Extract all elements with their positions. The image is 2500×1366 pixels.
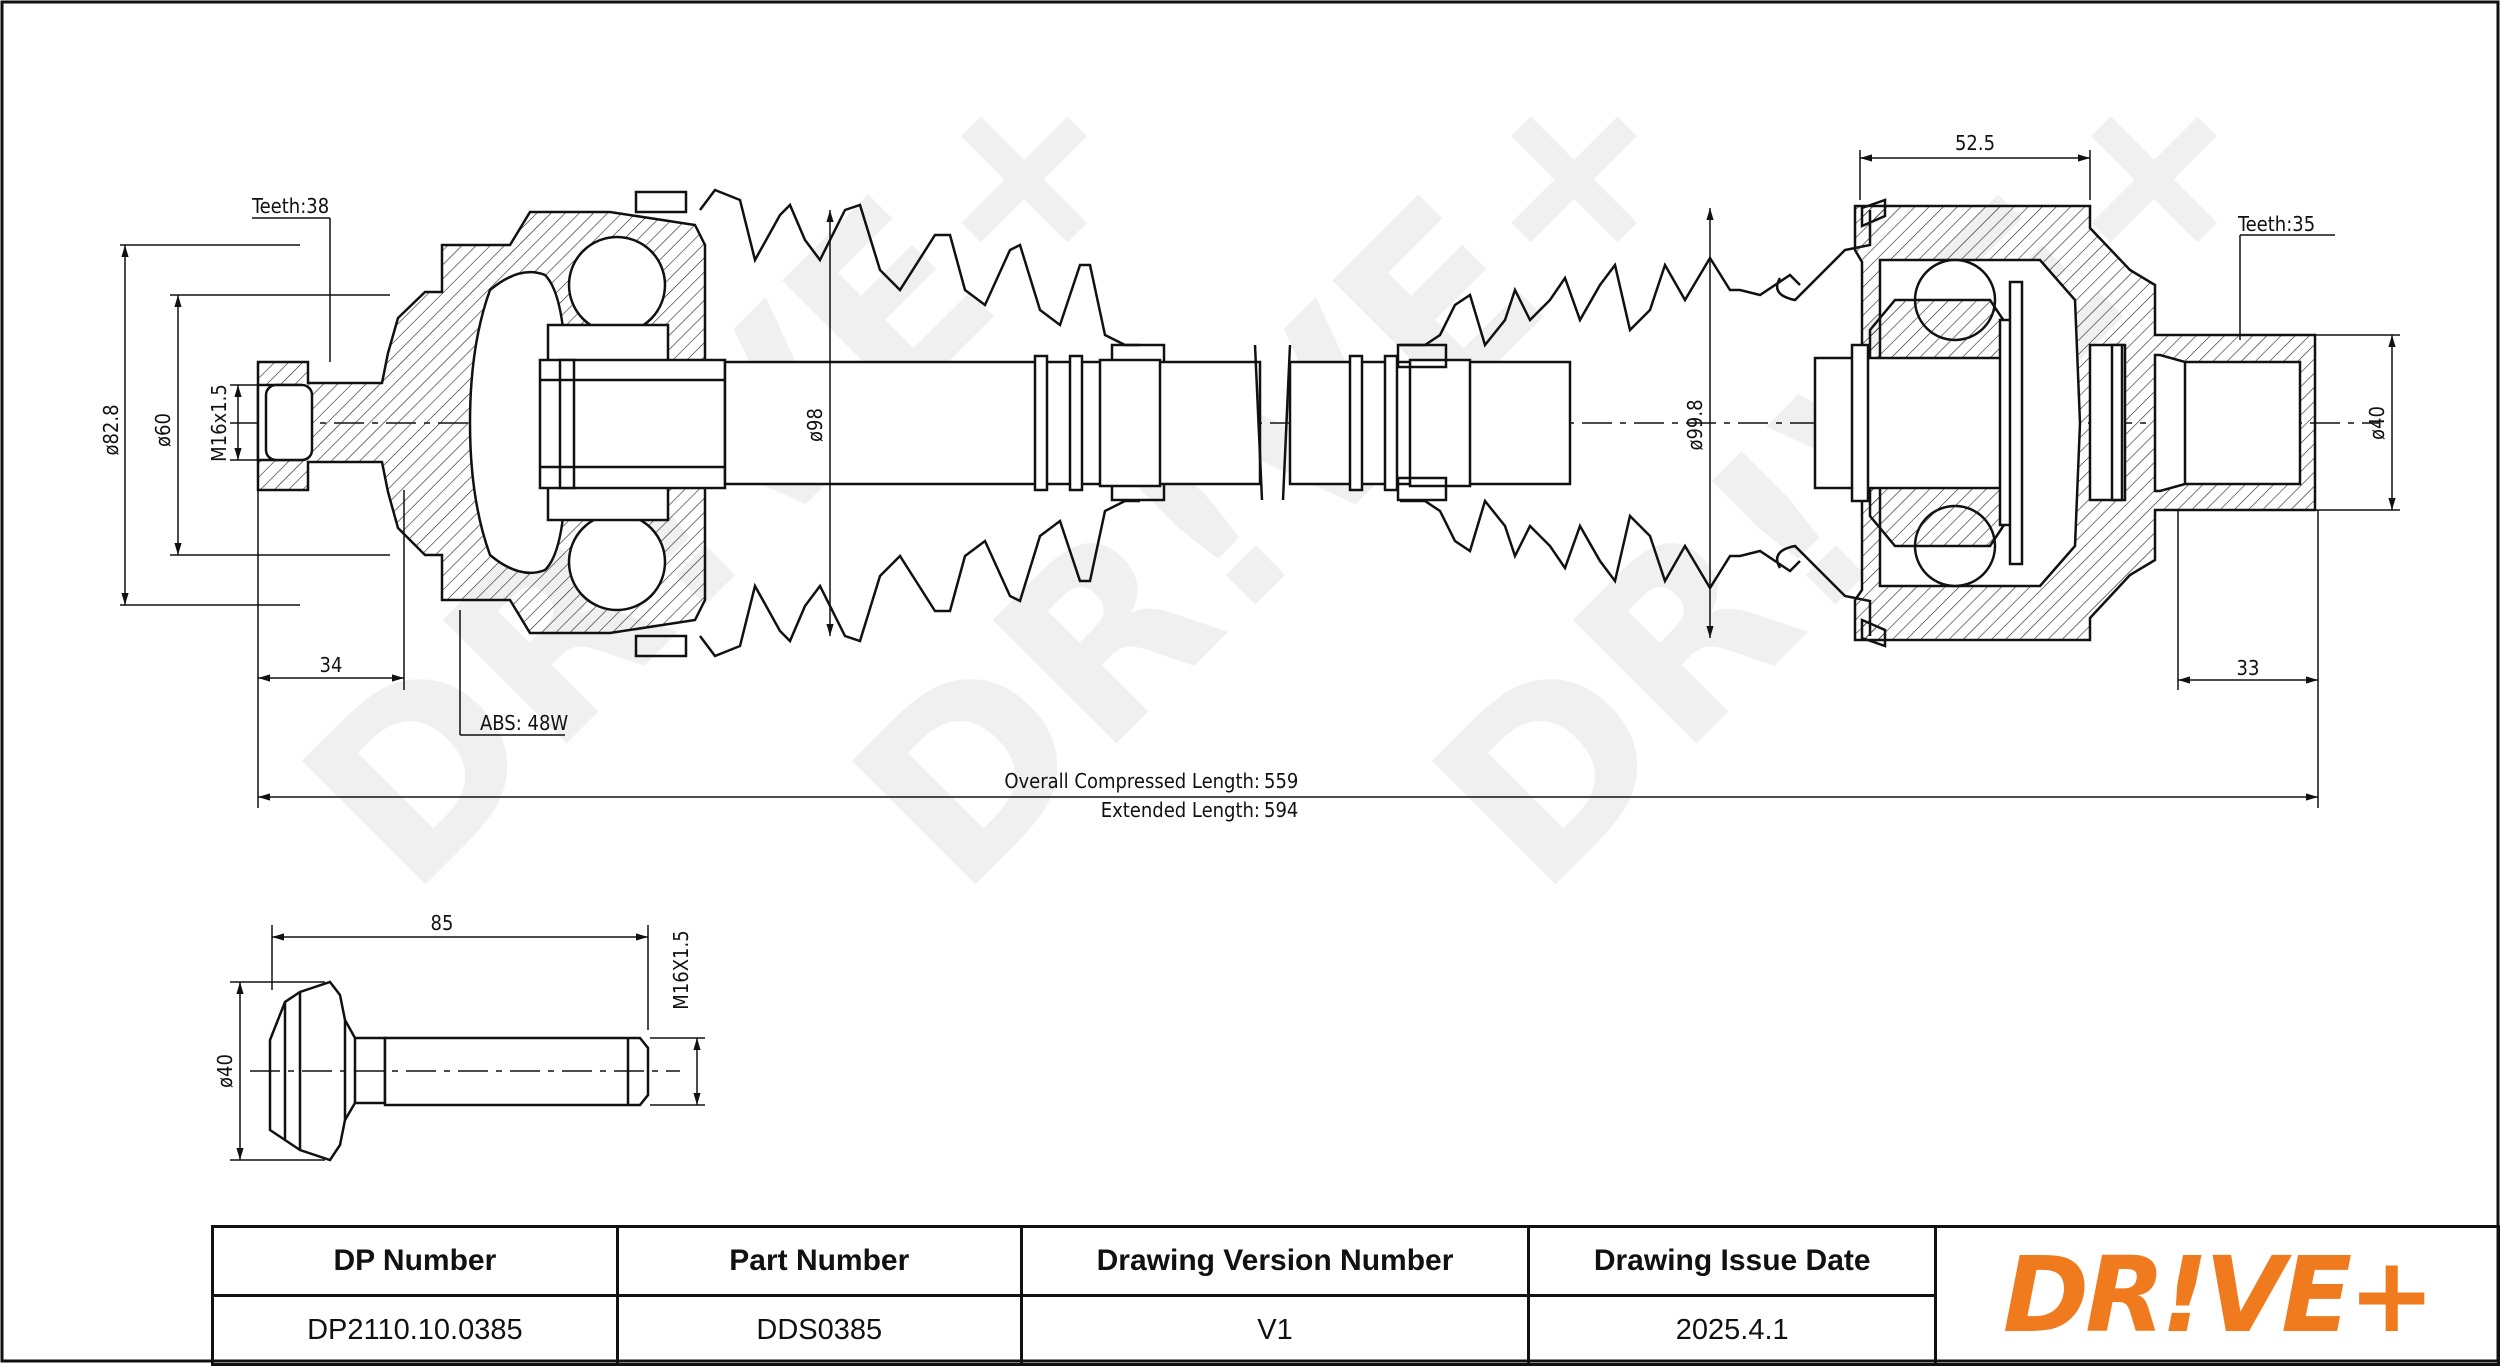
drawing-version-value: V1 — [1019, 1294, 1531, 1366]
dp-number-header: DP Number — [211, 1225, 619, 1297]
brand-logo: DR!VE+ — [2003, 1241, 2436, 1351]
dimension-lines — [120, 150, 2400, 808]
bolt-dimensions — [230, 925, 705, 1161]
teeth-right-label: Teeth:35 — [2237, 212, 2315, 236]
dim-52-5-label: 52.5 — [1955, 131, 1995, 155]
right-cv-joint — [1813, 198, 2317, 648]
drawing-version-header: Drawing Version Number — [1019, 1225, 1531, 1297]
left-cv-joint — [256, 210, 727, 635]
title-block: DP Number Part Number Drawing Version Nu… — [211, 1225, 2500, 1366]
bolt-thread-label: M16X1.5 — [669, 930, 693, 1009]
bolt-dim-85-label: 85 — [431, 911, 454, 935]
bolt-labels: 85 M16X1.5 ø40 — [213, 911, 693, 1088]
dimension-labels: Teeth:38 Teeth:35 ø82.8 ø60 M16x1.5 ø98 … — [99, 131, 2389, 822]
dia-98-label: ø98 — [803, 408, 827, 442]
teeth-left-label: Teeth:38 — [251, 194, 329, 218]
shaft — [723, 344, 1572, 501]
dim-34-label: 34 — [320, 653, 343, 677]
brand-logo-text: DR!VE+ — [2003, 1241, 2432, 1351]
part-number-header: Part Number — [615, 1225, 1023, 1297]
issue-date-header: Drawing Issue Date — [1527, 1225, 1938, 1297]
dp-number-value: DP2110.10.0385 — [211, 1294, 619, 1366]
dia-82-8-label: ø82.8 — [99, 404, 123, 455]
bolt-drawing — [250, 980, 680, 1162]
dia-60-label: ø60 — [151, 413, 175, 447]
right-boot — [1396, 210, 1872, 636]
overall-length-value: 559 — [1264, 769, 1298, 793]
abs-label: ABS: 48W — [480, 711, 568, 735]
extended-length-label: Extended Length: — [1101, 798, 1260, 822]
issue-date-value: 2025.4.1 — [1527, 1294, 1938, 1366]
part-number-value: DDS0385 — [615, 1294, 1023, 1366]
extended-length-value: 594 — [1264, 798, 1298, 822]
bolt-dia-40-label: ø40 — [213, 1054, 237, 1088]
dia-40-right-label: ø40 — [2365, 406, 2389, 440]
dim-33-label: 33 — [2237, 656, 2260, 680]
m16-label: M16x1.5 — [207, 384, 231, 462]
dia-99-8-label: ø99.8 — [1683, 399, 1707, 450]
overall-length-label: Overall Compressed Length: — [1004, 769, 1260, 793]
brand-logo-cell: DR!VE+ — [1934, 1225, 2500, 1366]
